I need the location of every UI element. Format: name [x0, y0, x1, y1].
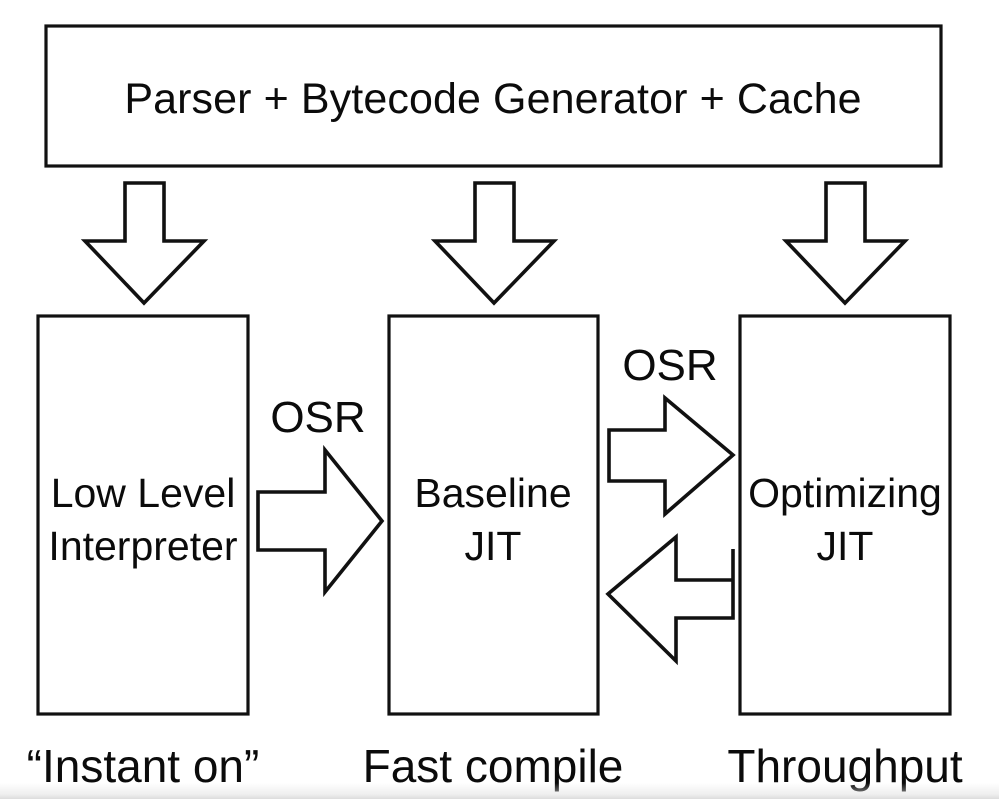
- osr-baseline-to-optimizing: OSR: [607, 341, 736, 518]
- osr-baseline-to-optimizing-shape: [607, 394, 736, 518]
- entry-arrow-optimizing-shape: [781, 181, 910, 306]
- parser-bytecode-cache-box: Parser + Bytecode Generator + Cache: [44, 24, 943, 168]
- low-level-interpreter-rect: [36, 314, 250, 716]
- low-level-interpreter-box: Low Level Interpreter: [36, 314, 250, 716]
- low-level-interpreter-label-line1: Low Level: [51, 470, 236, 516]
- optimizing-jit-label-line2: JIT: [817, 523, 874, 569]
- baseline-jit-rect: [387, 314, 600, 716]
- caption-fast-compile: Fast compile: [363, 740, 624, 792]
- osr-interpreter-to-baseline: OSR: [256, 393, 385, 598]
- osr-baseline-to-optimizing-label: OSR: [622, 341, 717, 390]
- caption-instant-on: “Instant on”: [27, 740, 260, 792]
- bailout-optimizing-to-baseline: [605, 533, 735, 666]
- parser-bytecode-cache-label: Parser + Bytecode Generator + Cache: [124, 75, 861, 123]
- parser-bytecode-cache-box-rect: [44, 24, 943, 168]
- baseline-jit-label-line2: JIT: [465, 523, 522, 569]
- low-level-interpreter-label-line2: Interpreter: [48, 523, 237, 569]
- optimizing-jit-rect: [738, 314, 952, 716]
- optimizing-jit-box: Optimizing JIT: [738, 314, 952, 716]
- entry-arrow-optimizing: [781, 181, 910, 306]
- bailout-optimizing-to-baseline-shape: [605, 533, 735, 666]
- osr-interpreter-to-baseline-shape: [256, 444, 385, 598]
- baseline-jit-box: Baseline JIT: [387, 314, 600, 716]
- entry-arrow-interpreter: [80, 181, 209, 306]
- caption-throughput: Throughput: [727, 740, 962, 792]
- optimizing-jit-label-line1: Optimizing: [748, 470, 942, 516]
- osr-interpreter-to-baseline-label: OSR: [270, 393, 365, 442]
- entry-arrow-baseline: [430, 181, 559, 306]
- entry-arrow-interpreter-shape: [80, 181, 209, 306]
- baseline-jit-label-line1: Baseline: [414, 470, 571, 516]
- entry-arrow-baseline-shape: [430, 181, 559, 306]
